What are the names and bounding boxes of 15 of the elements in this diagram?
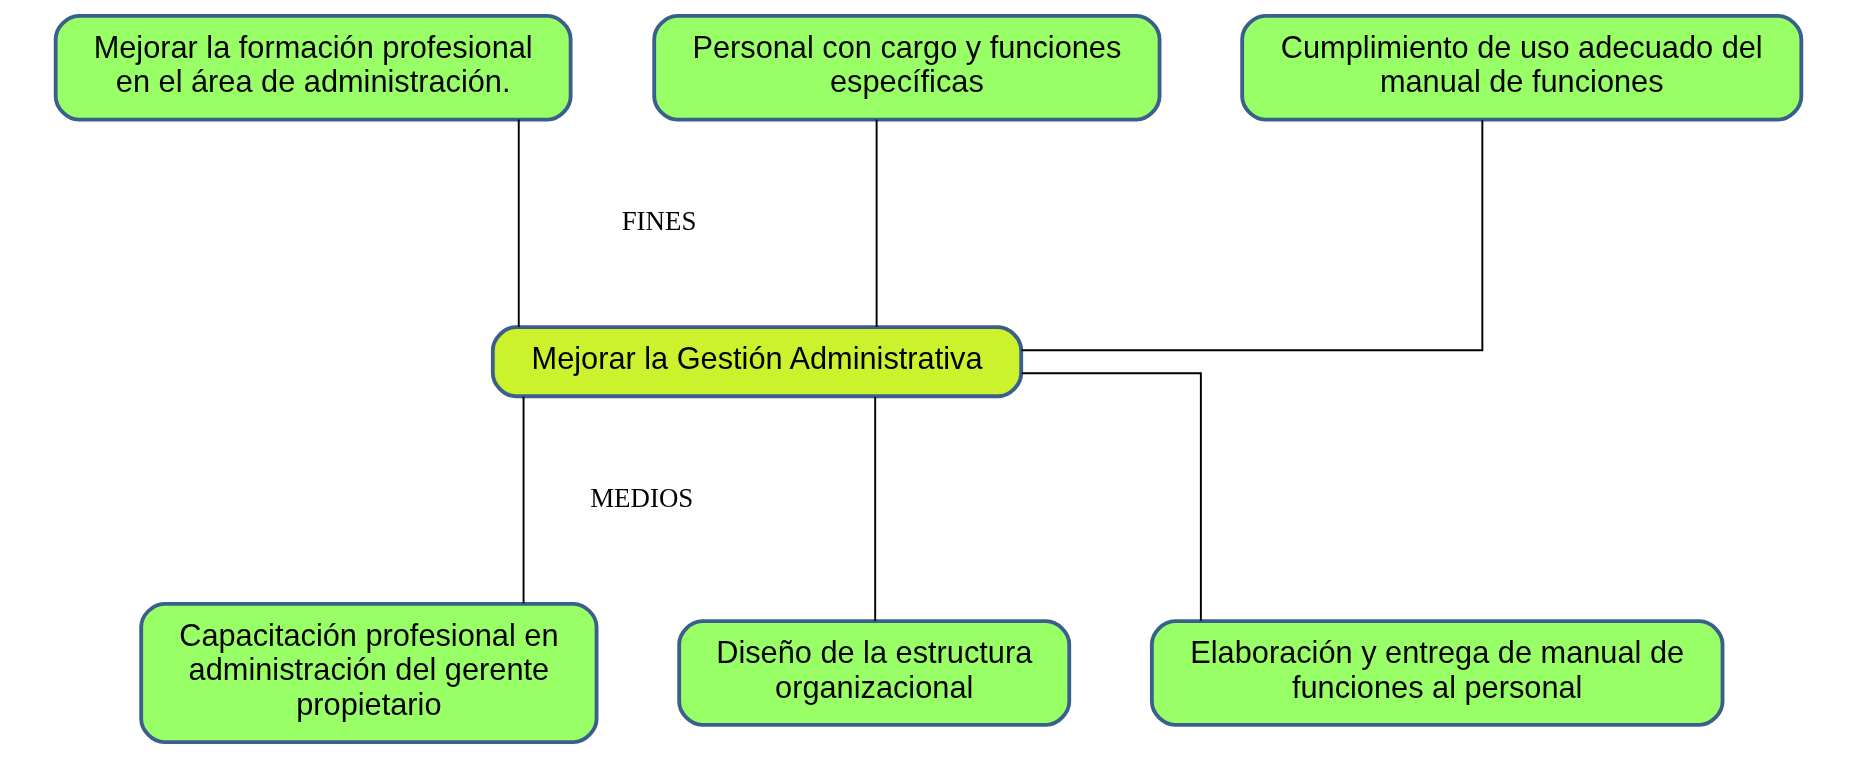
connector [1020, 119, 1483, 352]
connector [517, 118, 520, 328]
connector [875, 118, 878, 328]
node-box: Capacitación profesional en administración del gerente propietario [138, 601, 598, 745]
node-box: Elaboración y entrega de manual de funciones al personal [1149, 619, 1724, 727]
node-box: Diseño de la estructura organizacional [676, 619, 1071, 727]
connector [1020, 372, 1202, 622]
node-box: Mejorar la formación profesional en el área de administración. [53, 13, 573, 122]
node-box: Personal con cargo y funciones específicas [651, 13, 1161, 122]
connector [873, 395, 876, 622]
connector [522, 395, 524, 605]
node-box: Cumplimiento de uso adecuado del manual de funciones [1239, 13, 1803, 122]
label: MEDIOS [589, 483, 693, 514]
node-box: Mejorar la Gestión Administrativa [490, 325, 1023, 399]
label: FINES [621, 206, 696, 237]
